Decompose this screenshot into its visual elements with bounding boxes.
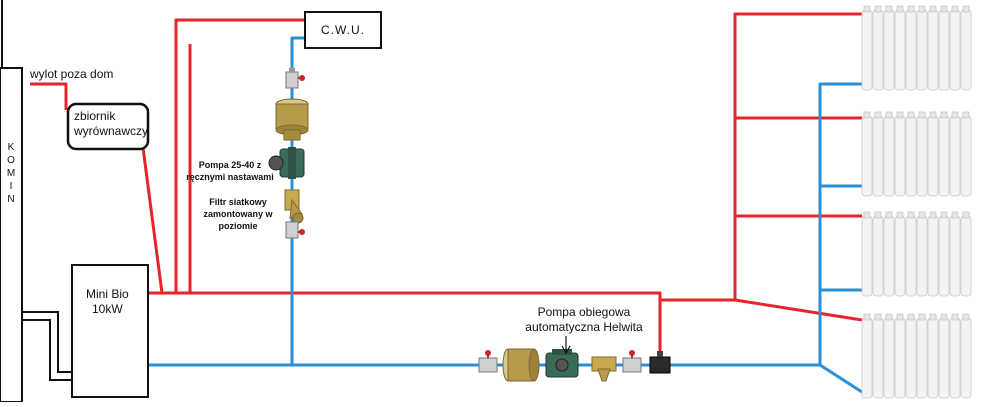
vent-label: wylot poza dom xyxy=(29,67,113,81)
arrow-down-icon xyxy=(561,336,571,355)
cwu-return-pipe xyxy=(290,36,305,365)
boiler: Mini Bio 10kW xyxy=(71,264,149,398)
chimney-letter: I xyxy=(10,181,13,192)
union-icon xyxy=(275,98,309,141)
boiler-label-line2: 10kW xyxy=(92,302,123,316)
chimney-letter: M xyxy=(7,168,15,179)
tank-label-line1: zbiornik xyxy=(74,109,116,123)
vent-pipe xyxy=(30,82,68,110)
pump-small-label-line1: Pompa 25-40 z xyxy=(199,160,262,170)
pump-small-label-line2: ręcznymi nastawami xyxy=(186,172,274,182)
expansion-tank: zbiornik wyrównawczy xyxy=(66,102,150,151)
radiator-icon xyxy=(861,5,972,91)
chimney: K O M I N xyxy=(0,0,23,403)
ball-valve-icon xyxy=(478,350,498,373)
pump-icon xyxy=(268,147,305,179)
pump-main-label-line1: Pompa obiegowa xyxy=(538,305,631,319)
return-fittings xyxy=(478,348,671,382)
filter-label-line1: Filtr siatkowy xyxy=(209,197,267,207)
chimney-letter: N xyxy=(7,194,14,205)
tank-supply-pipe xyxy=(140,139,164,294)
chimney-letter: K xyxy=(8,142,15,153)
tank-label-line2: wyrównawczy xyxy=(73,124,148,138)
cwu-tank: C.W.U. xyxy=(304,11,382,49)
supply-pipes xyxy=(30,12,863,355)
mixing-valve-icon xyxy=(649,351,671,374)
radiator-icon xyxy=(861,211,972,297)
return-pipes xyxy=(148,36,863,394)
radiator-return-riser xyxy=(818,82,862,365)
strainer-icon xyxy=(284,189,304,224)
radiator-icon xyxy=(861,111,972,197)
pump-icon xyxy=(545,349,579,378)
main-supply-pipe xyxy=(148,291,735,302)
cwu-fittings xyxy=(268,68,309,239)
flue-pipe xyxy=(22,311,72,381)
union-icon xyxy=(502,348,540,382)
filter-label-line2: zamontowany w xyxy=(203,209,273,219)
radiator-return-4 xyxy=(819,363,863,394)
pump-main-label-line2: automatyczna Helwita xyxy=(525,320,643,334)
radiator-icon xyxy=(861,313,972,399)
ball-valve-icon xyxy=(285,68,305,89)
cwu-supply-pipe xyxy=(174,18,305,293)
strainer-icon xyxy=(591,356,617,382)
cwu-label: C.W.U. xyxy=(321,23,365,37)
chimney-letter: O xyxy=(7,155,15,166)
radiators xyxy=(861,5,972,399)
ball-valve-icon xyxy=(622,350,642,373)
radiator-feed-4 xyxy=(734,298,863,322)
ball-valve-icon xyxy=(285,221,305,239)
boiler-label-line1: Mini Bio xyxy=(86,287,129,301)
filter-label-line3: poziomie xyxy=(218,221,257,231)
radiator-riser xyxy=(733,12,862,300)
